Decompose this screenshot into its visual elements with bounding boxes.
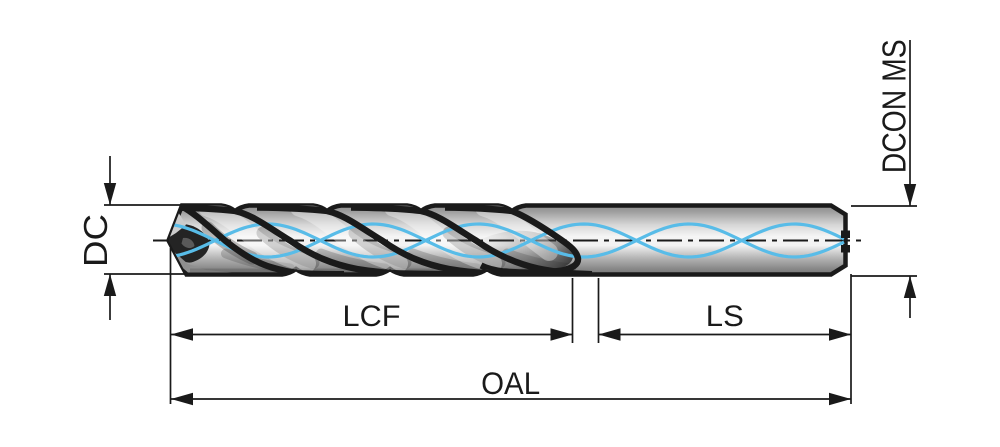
svg-text:DC: DC [77,214,114,267]
svg-text:OAL: OAL [481,365,540,401]
svg-text:DCON MS: DCON MS [876,39,913,173]
svg-text:LS: LS [706,300,744,333]
svg-text:LCF: LCF [343,300,401,333]
